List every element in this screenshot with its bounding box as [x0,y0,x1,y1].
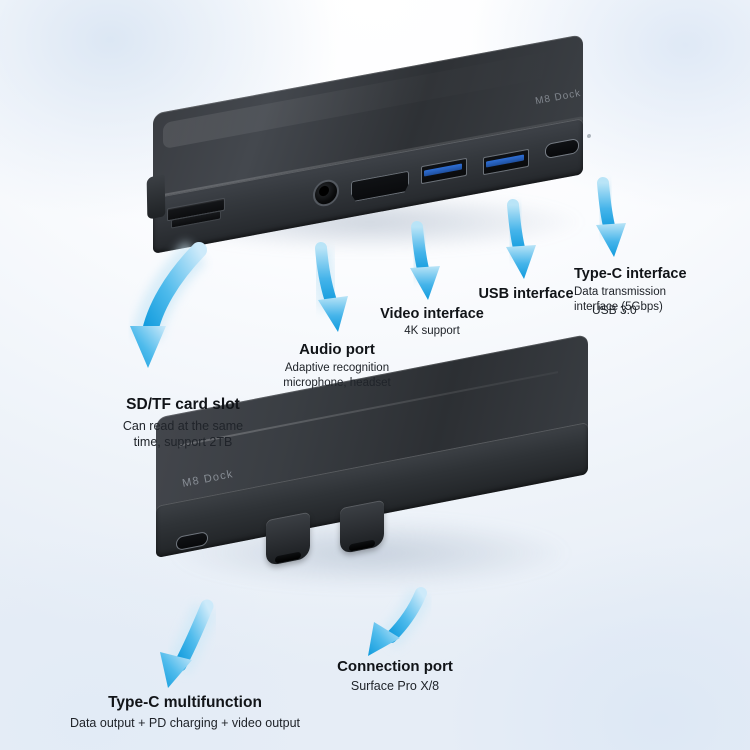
background-glow-bottom-left [0,530,320,750]
dock-top-left-end-cap [146,174,166,220]
dock-top-view: M8 Dock [145,34,605,257]
callout-connection-subtitle: Surface Pro X/8 [350,679,440,693]
arrow-down-icon-audio [308,242,348,332]
callout-usb-subtitle: USB 3.0 [592,303,637,317]
callout-type-c-interface: Type-C interface Data transmission inter… [574,266,722,315]
callout-video-interface: Video interface 4K support [362,306,502,337]
callout-video-subtitle: 4K support [404,325,460,337]
callout-typec-title: Type-C interface [574,266,687,282]
arrow-down-left-icon-sd [130,241,207,368]
callout-typec-multi-title: Type-C multifunction [108,694,262,711]
callout-audio-title: Audio port [299,341,375,358]
callout-sd-card-slot: SD/TF card slot Can read at the same tim… [88,396,278,450]
callout-connection-title: Connection port [337,658,453,675]
callout-typec-subtitle: Data transmission interface (5Gbps) [574,286,667,313]
dock-bottom-view: M8 Dock [150,334,600,608]
callout-typec-multi-subtitle: Data output + PD charging + video output [69,716,301,730]
dock-top-body: M8 Dock [145,34,605,257]
callout-audio-port: Audio port Adaptive recognition micropho… [262,341,412,391]
callout-type-c-multifunction: Type-C multifunction Data output + PD ch… [40,694,330,730]
callout-usb-title: USB interface [478,286,574,302]
callout-video-title: Video interface [380,306,484,322]
background-glow-bottom-right [440,540,750,750]
callout-usb-interface: USB interface USB 3.0 [464,286,636,317]
callout-sd-subtitle: Can read at the same time, support 2TB [122,419,244,449]
callout-connection-port: Connection port Surface Pro X/8 [300,658,490,693]
status-led-indicator [587,133,591,139]
callout-audio-subtitle: Adaptive recognition microphone, headset [283,362,391,389]
callout-sd-title: SD/TF card slot [126,396,240,413]
